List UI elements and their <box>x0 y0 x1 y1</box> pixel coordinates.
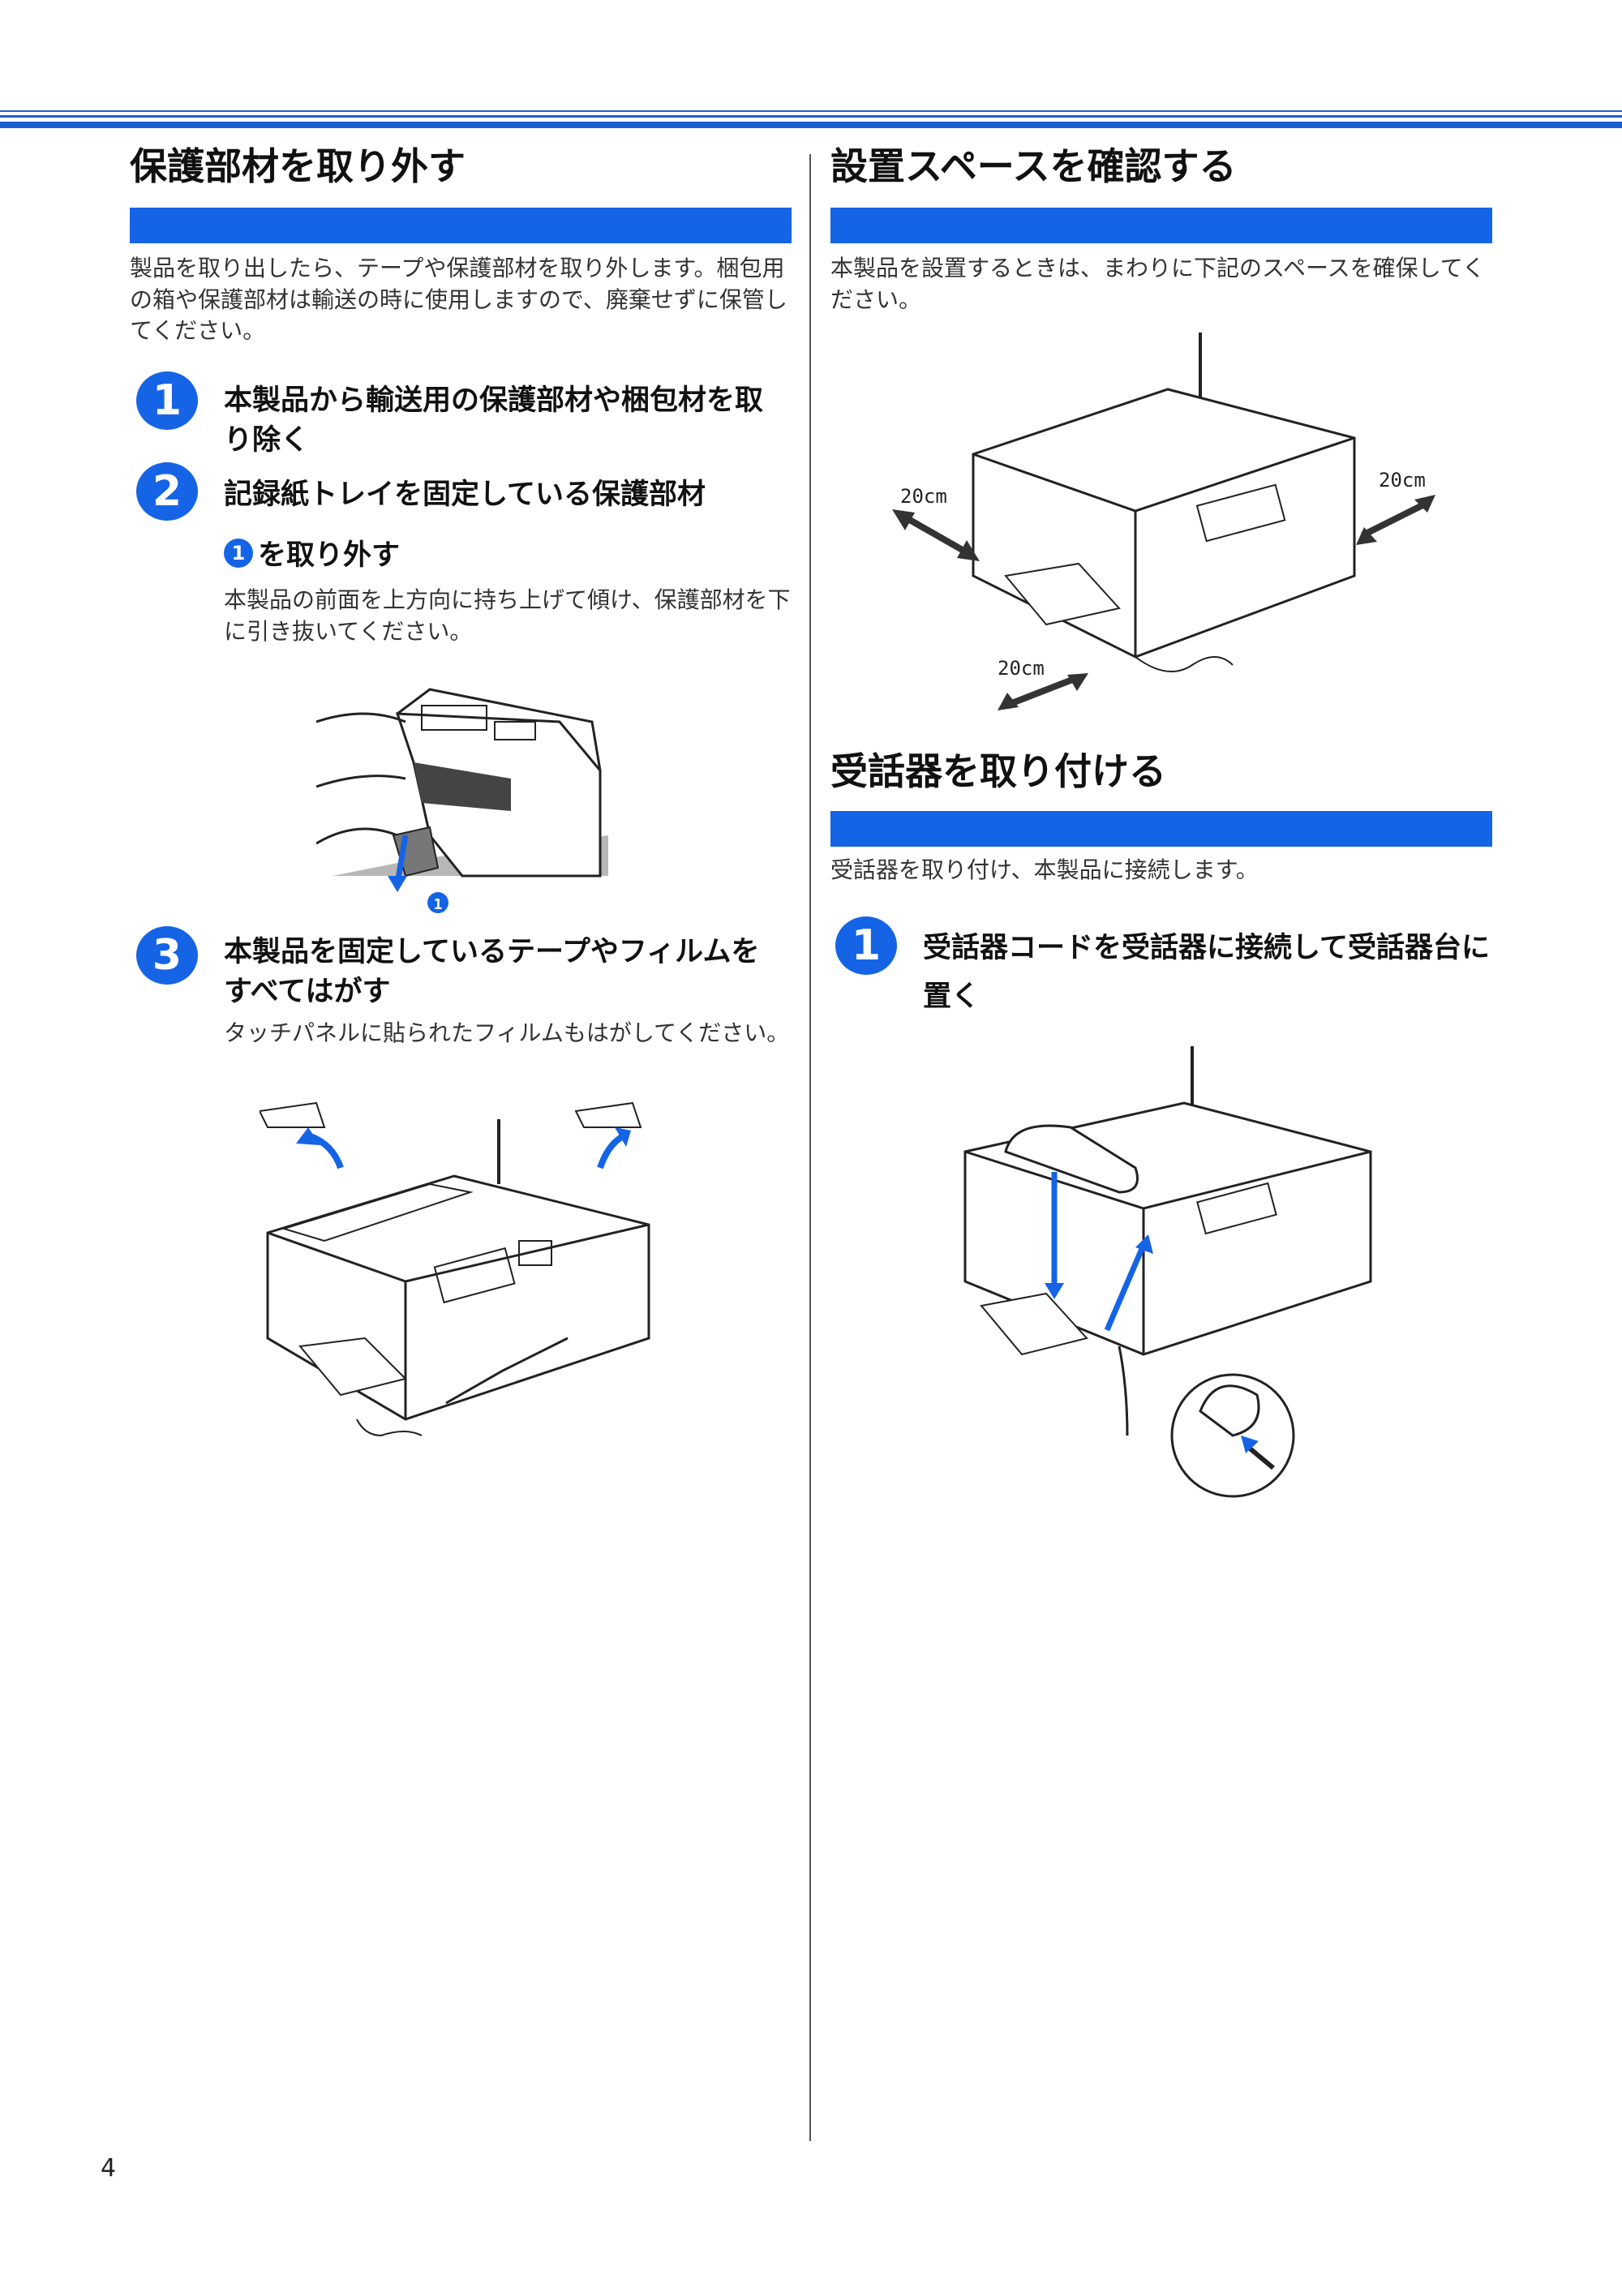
attach-handset-intro: 受話器を取り付け、本製品に接続します。 <box>830 856 1259 883</box>
step-1-title: 本製品から輸送用の保護部材や梱包材を取り除く <box>224 384 764 457</box>
callout-1-marker: 1 <box>224 538 253 568</box>
step-3-badge: 3 <box>136 926 198 985</box>
section-bar-right-1 <box>830 208 1492 243</box>
clearance-illustration: 20cm 20cm 20cm <box>892 333 1435 710</box>
attach-handset-heading: 受話器を取り付ける <box>830 749 1166 793</box>
step-2-subtitle: 1 を取り外す <box>224 532 400 573</box>
section-bar-right-2 <box>830 811 1492 847</box>
header-rule-thin-1 <box>0 110 1622 112</box>
handset-step-1-title: 受話器コードを受話器に接続して受話器台に置く <box>923 932 1490 1013</box>
step-1-badge: 1 <box>136 371 198 430</box>
handset-step-1-badge: 1 <box>835 916 897 975</box>
step-2-title: 記録紙トレイを固定している保護部材 <box>224 479 706 511</box>
figure-callout-1: 1 <box>434 896 443 913</box>
step-2-subtitle-text: を取り外す <box>258 539 401 572</box>
installation-space-intro: 本製品を設置するときは、まわりに下記のスペースを確保してください。 <box>830 255 1485 313</box>
page-number: 4 <box>101 2154 117 2182</box>
installation-space-heading: 設置スペースを確認する <box>830 144 1237 188</box>
header-rule-thick <box>0 122 1622 128</box>
section-bar-left <box>130 208 792 243</box>
step-3-body: タッチパネルに貼られたフィルムもはがしてください。 <box>224 1019 790 1046</box>
step-2-badge: 2 <box>136 462 198 521</box>
step-3-title: 本製品を固定しているテープやフィルムをすべてはがす <box>224 936 760 1008</box>
step-2-body: 本製品の前面を上方向に持ち上げて傾け、保護部材を下に引き抜いてください。 <box>224 586 791 646</box>
tray-protector-illustration: 1 <box>316 688 608 913</box>
clearance-label-right: 20cm <box>1379 469 1426 491</box>
header-rule-thin-2 <box>0 115 1622 118</box>
column-divider <box>809 154 811 2141</box>
clearance-label-left: 20cm <box>900 485 947 508</box>
clearance-label-front: 20cm <box>998 657 1045 680</box>
remove-tape-illustration <box>260 1101 650 1437</box>
attach-handset-illustration <box>963 1046 1372 1498</box>
remove-protective-material-heading: 保護部材を取り外す <box>130 144 466 188</box>
remove-protective-intro: 製品を取り出したら、テープや保護部材を取り外します。梱包用の箱や保護部材は輸送の… <box>130 255 787 345</box>
